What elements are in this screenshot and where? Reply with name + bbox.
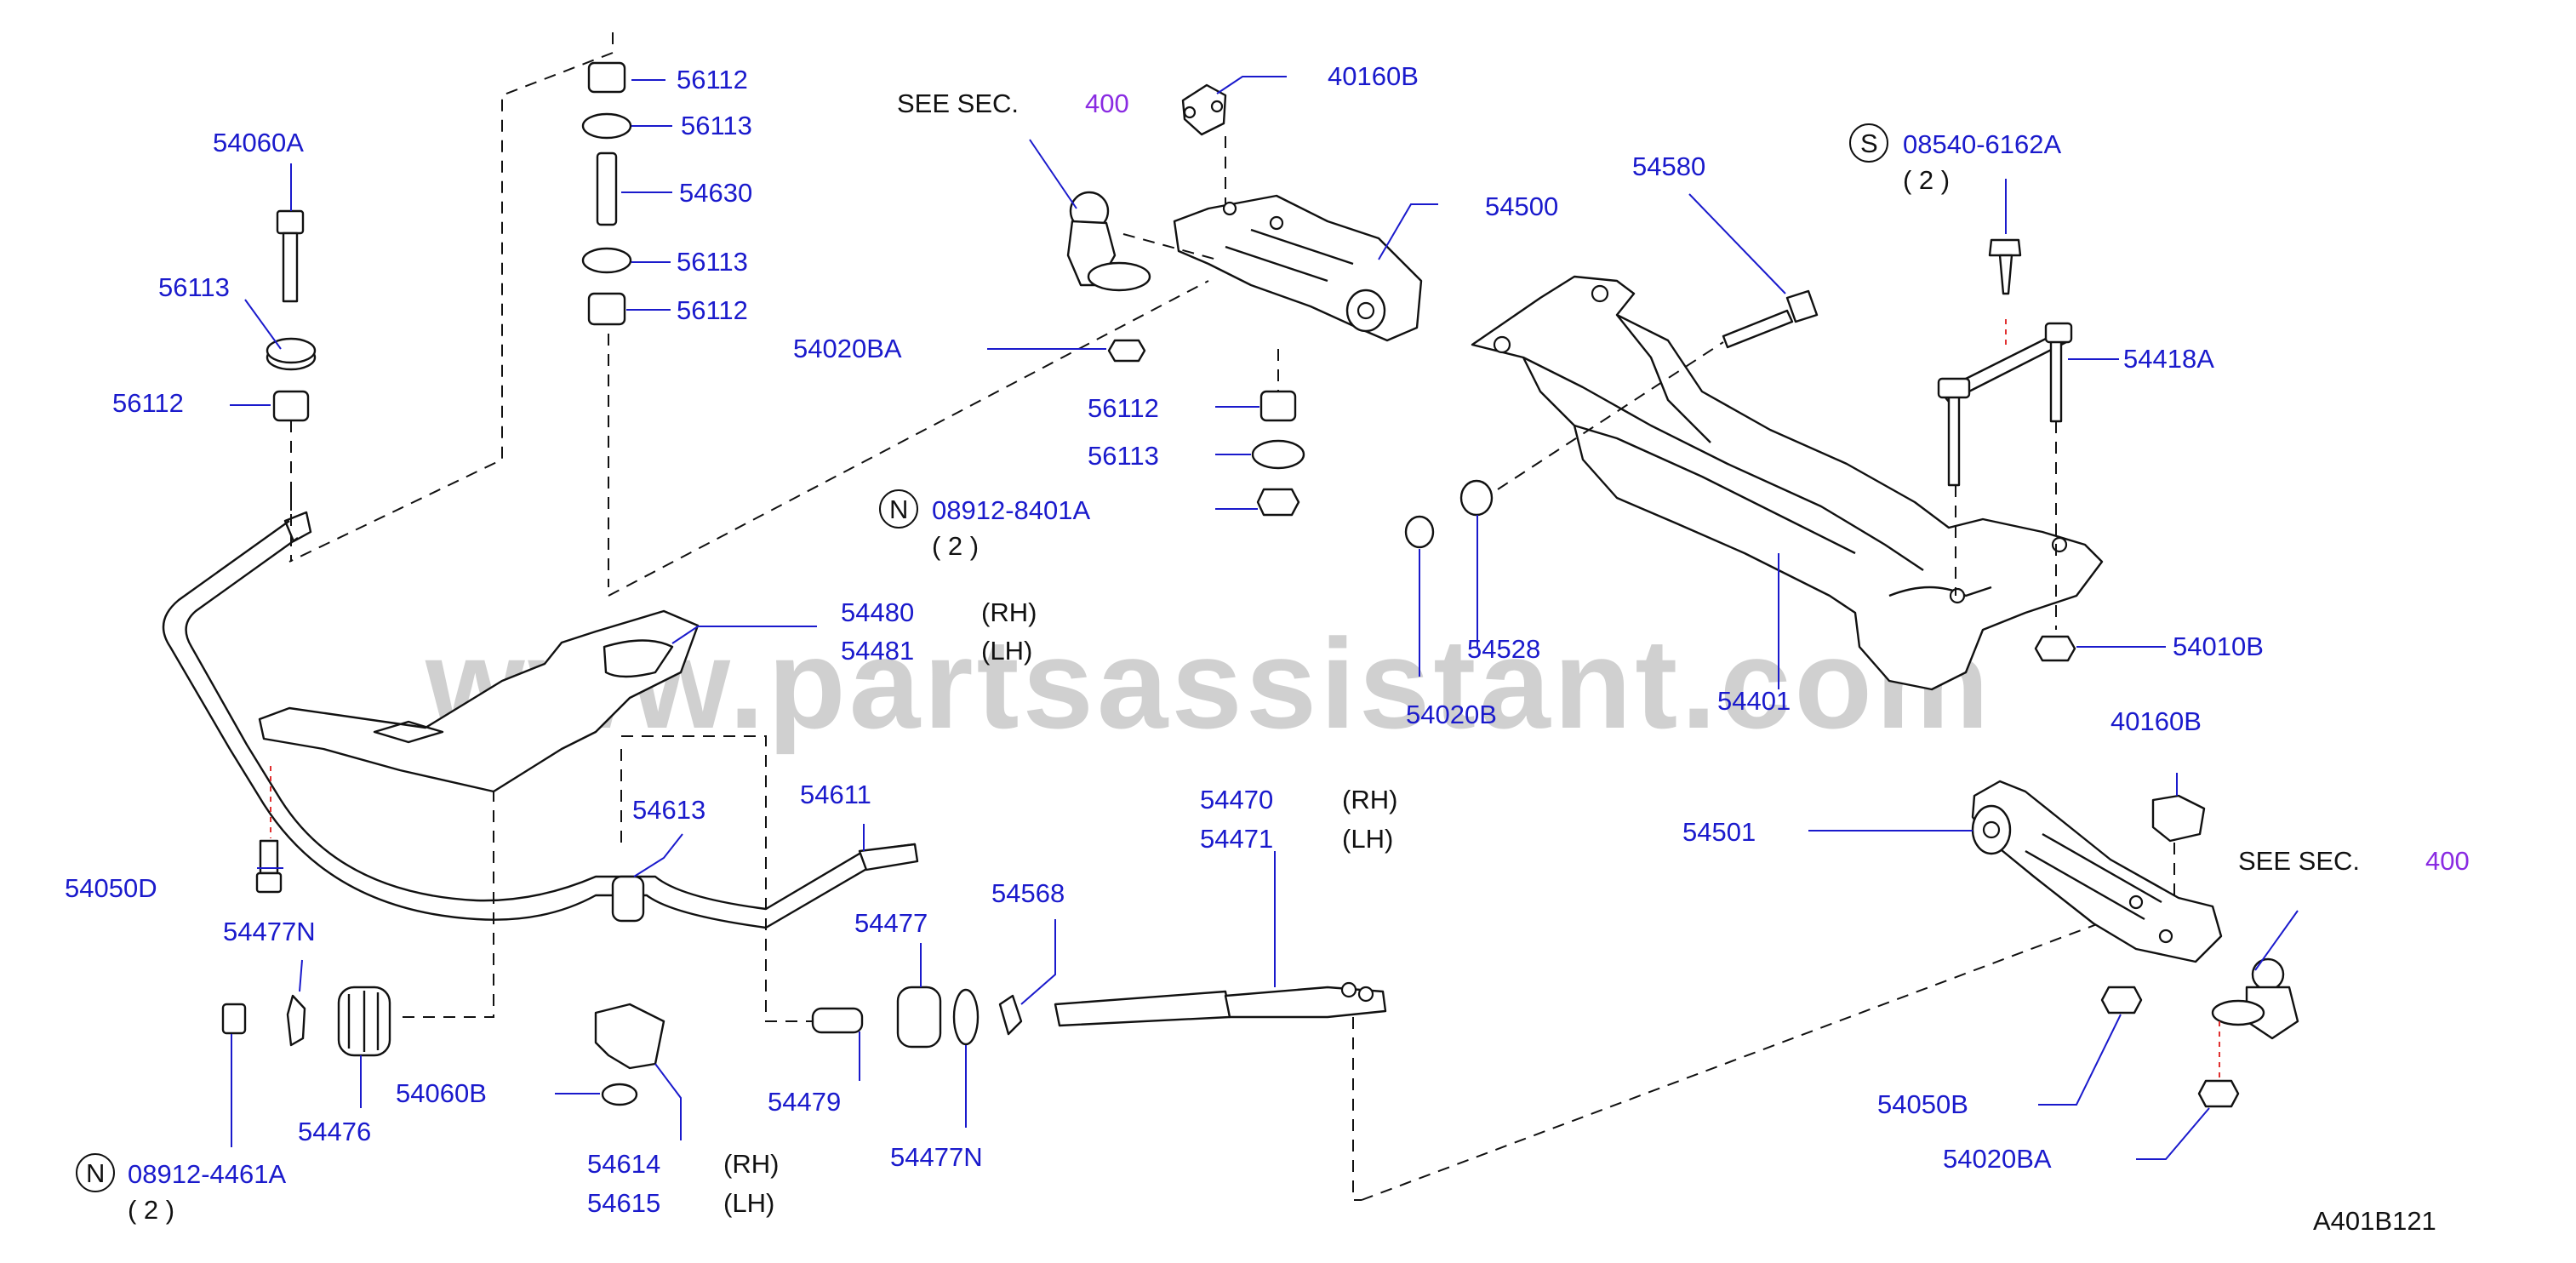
s-callout-circle	[1849, 123, 1888, 163]
qty-note-2: ( 2 )	[1903, 165, 1950, 195]
label-54470[interactable]: 54470	[1200, 785, 1273, 814]
label-54568[interactable]: 54568	[991, 878, 1065, 908]
label-54020BA-top[interactable]: 54020BA	[793, 334, 902, 363]
label-56112-mid[interactable]: 56112	[677, 295, 748, 325]
label-54477N-left[interactable]: 54477N	[223, 917, 316, 946]
stabilizer-bar-assembly	[162, 32, 2111, 1201]
qty-note-1: ( 2 )	[932, 531, 979, 561]
figure-code: A401B121	[2313, 1206, 2436, 1236]
label-56112-center[interactable]: 56112	[1088, 393, 1159, 423]
label-54501[interactable]: 54501	[1682, 817, 1756, 847]
upper-control-arm	[1066, 83, 1423, 517]
label-56113-mid[interactable]: 56113	[677, 247, 748, 277]
label-54418A[interactable]: 54418A	[2123, 344, 2214, 374]
label-54471[interactable]: 54471	[1200, 824, 1273, 854]
label-54580[interactable]: 54580	[1632, 151, 1705, 181]
label-54060A[interactable]: 54060A	[213, 128, 304, 157]
label-54020BA-bottom[interactable]: 54020BA	[1943, 1144, 2052, 1174]
lower-control-arm	[1971, 780, 2299, 1108]
see-sec-label-top: SEE SEC.	[897, 89, 1019, 118]
side-rh-54480: (RH)	[981, 597, 1037, 627]
label-54500[interactable]: 54500	[1485, 191, 1558, 221]
label-54050D[interactable]: 54050D	[65, 873, 157, 903]
label-54615[interactable]: 54615	[587, 1188, 660, 1218]
label-40160B-top[interactable]: 40160B	[1328, 61, 1419, 91]
side-lh-54615: (LH)	[723, 1188, 774, 1218]
label-54477N-right[interactable]: 54477N	[890, 1142, 983, 1172]
label-54010B[interactable]: 54010B	[2173, 632, 2264, 661]
label-56113-top[interactable]: 56113	[681, 111, 752, 140]
label-54050B[interactable]: 54050B	[1877, 1089, 1968, 1119]
see-sec-link-bottom[interactable]: 400	[2425, 846, 2470, 876]
label-54480[interactable]: 54480	[841, 597, 914, 627]
label-54020B[interactable]: 54020B	[1406, 700, 1497, 729]
side-lh-54471: (LH)	[1342, 824, 1393, 854]
see-sec-label-bottom: SEE SEC.	[2238, 846, 2360, 876]
label-54479[interactable]: 54479	[768, 1087, 841, 1117]
side-lh-54481: (LH)	[981, 636, 1032, 666]
crossmember-54401	[1404, 238, 2104, 691]
see-sec-link-top[interactable]: 400	[1085, 89, 1129, 118]
label-54481[interactable]: 54481	[841, 636, 914, 666]
n-prefix-2: N	[86, 1158, 105, 1188]
leader-lines	[230, 76, 2299, 1160]
side-rh-54614: (RH)	[723, 1149, 779, 1179]
n-callout-circle-2	[76, 1153, 115, 1192]
label-56112-top[interactable]: 56112	[677, 65, 748, 94]
label-54401[interactable]: 54401	[1717, 686, 1791, 716]
label-40160B-bottom[interactable]: 40160B	[2110, 706, 2202, 736]
s-prefix: S	[1860, 129, 1878, 158]
label-54630[interactable]: 54630	[679, 178, 752, 208]
label-54476[interactable]: 54476	[298, 1117, 371, 1146]
label-54528[interactable]: 54528	[1467, 634, 1540, 664]
label-56112-left[interactable]: 56112	[112, 388, 184, 418]
label-08912-4461A[interactable]: 08912-4461A	[128, 1159, 286, 1189]
label-08912-8401A[interactable]: 08912-8401A	[932, 495, 1090, 525]
label-08540-6162A[interactable]: 08540-6162A	[1903, 129, 2061, 159]
label-56113-left[interactable]: 56113	[158, 272, 230, 302]
n-prefix-1: N	[889, 494, 908, 524]
label-54614[interactable]: 54614	[587, 1149, 660, 1179]
label-54060B[interactable]: 54060B	[396, 1078, 487, 1108]
label-54611[interactable]: 54611	[800, 780, 871, 809]
n-callout-circle-1	[879, 489, 918, 529]
side-rh-54470: (RH)	[1342, 785, 1397, 814]
qty-note-3: ( 2 )	[128, 1195, 174, 1225]
label-54477[interactable]: 54477	[854, 908, 928, 938]
label-54613[interactable]: 54613	[632, 795, 705, 825]
label-56113-center[interactable]: 56113	[1088, 441, 1159, 471]
